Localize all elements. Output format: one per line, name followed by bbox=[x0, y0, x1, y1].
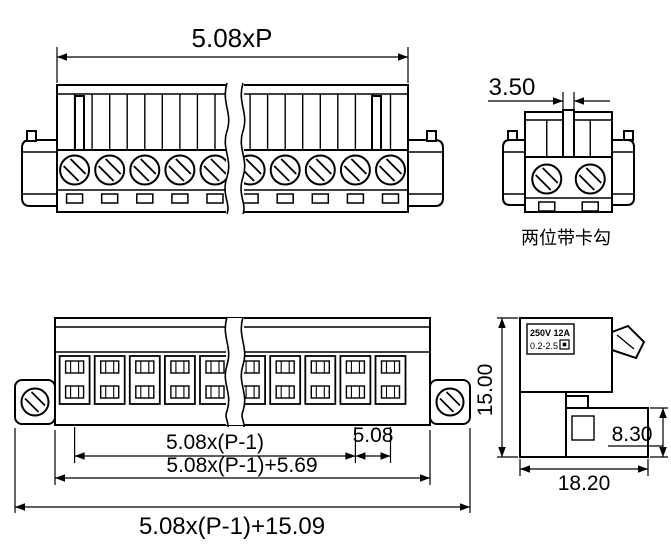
screw-terminal-icon bbox=[304, 154, 336, 186]
front-left-latch bbox=[21, 139, 57, 207]
dim-body-width: 5.08x(P-1)+5.69 bbox=[166, 454, 317, 477]
front-left-hook-icon bbox=[26, 130, 37, 142]
twopos-left-latch bbox=[502, 139, 525, 206]
mounting-ear-icon bbox=[429, 379, 471, 425]
profile-lower-back bbox=[519, 391, 567, 458]
twopos-right-latch bbox=[612, 139, 635, 206]
rating-label bbox=[526, 323, 575, 355]
twopos-left-hook-icon bbox=[507, 130, 518, 141]
plan-view: 5.08x(P-1) 5.08 5.08x(P-1)+5.69 5.08x(P-… bbox=[14, 316, 471, 540]
front-right-latch bbox=[408, 139, 444, 207]
wire-clamp-icon bbox=[339, 355, 372, 405]
dim-pin-width: 3.50 bbox=[489, 74, 536, 101]
screw-terminal-icon bbox=[269, 154, 301, 186]
side-profile-view: 250V 12A 0.2-2.5 15.00 8.30 18.20 bbox=[474, 317, 668, 495]
wire-clamp-icon bbox=[304, 355, 337, 405]
wire-clamp-icon bbox=[93, 355, 126, 405]
profile-upper-housing bbox=[519, 317, 613, 393]
dim-height: 15.00 bbox=[474, 364, 497, 417]
profile-step bbox=[565, 395, 589, 409]
screw-terminal-icon bbox=[339, 154, 371, 186]
front-right-hook-icon bbox=[426, 130, 437, 142]
screw-terminal-icon bbox=[531, 163, 563, 195]
wire-gauge-symbol-icon bbox=[559, 339, 570, 350]
front-view: 5.08xP bbox=[21, 23, 444, 215]
mounting-ear-icon bbox=[14, 379, 56, 425]
screw-terminal-icon bbox=[94, 154, 126, 186]
dim-overall-width: 5.08x(P-1)+15.09 bbox=[139, 513, 325, 540]
dim-depth: 18.20 bbox=[558, 472, 611, 495]
screw-terminal-icon bbox=[375, 154, 406, 186]
screw-terminal-icon bbox=[574, 163, 606, 195]
wire-gauge-symbol-inner bbox=[562, 342, 567, 347]
twopos-coding-pin bbox=[562, 109, 575, 158]
coding-pin-left bbox=[74, 95, 85, 151]
twopos-caption: 两位带卡勾 bbox=[521, 228, 611, 248]
two-position-view: 3.50 两位带卡勾 bbox=[488, 74, 635, 248]
screw-terminal-icon bbox=[199, 154, 231, 186]
dim-pitch-span: 5.08x(P-1) bbox=[166, 431, 264, 454]
latch-lever-icon bbox=[611, 324, 646, 360]
screw-terminal-icon bbox=[129, 154, 161, 186]
dim-front-total-width: 5.08xP bbox=[192, 23, 273, 53]
screw-terminal-icon bbox=[59, 154, 91, 186]
coding-pin-right bbox=[371, 95, 382, 151]
twopos-right-hook-icon bbox=[623, 130, 634, 141]
screw-terminal-icon bbox=[164, 154, 196, 186]
wire-clamp-icon bbox=[128, 355, 161, 405]
wire-clamp-icon bbox=[374, 355, 407, 405]
wire-clamp-icon bbox=[58, 355, 91, 405]
profile-plug-detail bbox=[571, 415, 595, 441]
rating-voltage-current: 250V 12A bbox=[530, 328, 571, 338]
rating-wire-range: 0.2-2.5 bbox=[530, 341, 558, 351]
wire-clamp-icon bbox=[269, 355, 302, 405]
wire-clamp-icon bbox=[163, 355, 196, 405]
dim-pitch: 5.08 bbox=[353, 424, 394, 447]
dim-plug-height: 8.30 bbox=[612, 423, 653, 446]
